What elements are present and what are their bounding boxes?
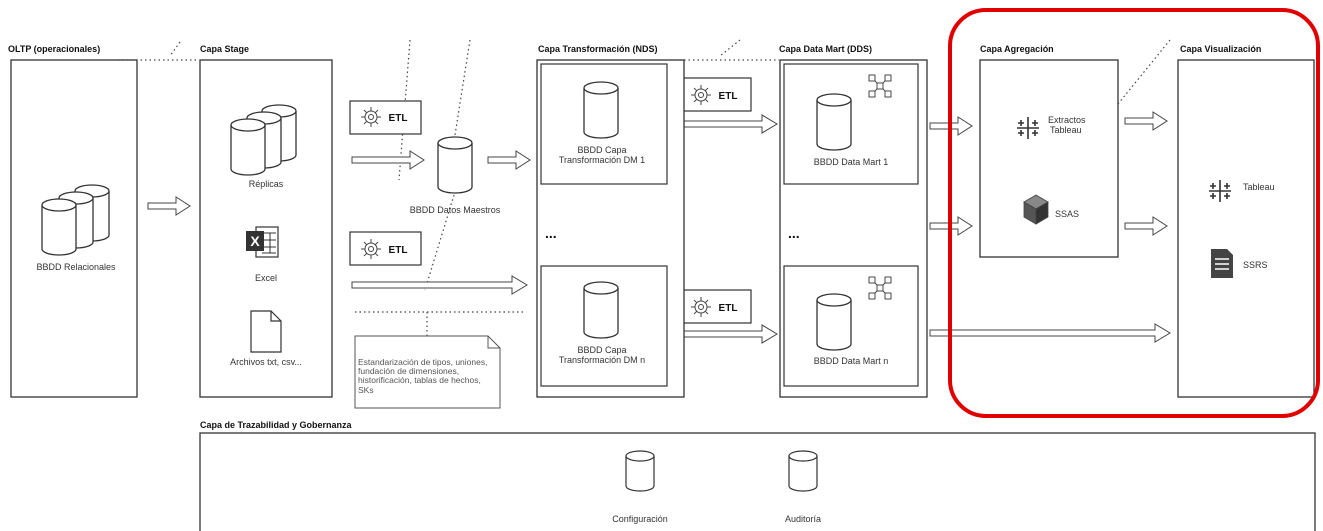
excel-label: Excel <box>255 273 277 283</box>
report-icon <box>1211 249 1233 278</box>
database-icon <box>625 450 655 492</box>
layer-title-aggregation: Capa Agregación <box>980 44 1054 54</box>
ssas-label: SSAS <box>1055 209 1079 219</box>
configuracion-label: Configuración <box>612 514 668 524</box>
aggregation-box <box>979 59 1119 258</box>
archivos-label: Archivos txt, csv... <box>230 357 302 367</box>
note-line-2: fundación de dimensiones, <box>358 366 459 376</box>
visualization-box <box>1177 59 1315 398</box>
etl-label: ETL <box>719 91 738 102</box>
extractos-label-1: Extractos <box>1048 115 1086 125</box>
database-icon <box>816 293 852 351</box>
note-line-4: SKs <box>358 385 374 395</box>
cube-icon <box>1023 194 1049 225</box>
flow-arrows <box>351 114 1171 344</box>
layer-title-governance: Capa de Trazabilidad y Gobernanza <box>200 420 353 430</box>
layer-title-oltp: OLTP (operacionales) <box>8 44 100 54</box>
ssrs-label: SSRS <box>1243 260 1268 270</box>
datamart-ellipsis: ... <box>788 225 800 241</box>
layer-title-stage: Capa Stage <box>200 44 249 54</box>
transform-dmn-label-2: Transformación DM n <box>559 355 645 365</box>
etl-box-2: ETL <box>349 231 422 266</box>
datos-maestros-label: BBDD Datos Maestros <box>410 205 501 215</box>
note-line-3: historificación, tablas de hechos, <box>358 375 481 385</box>
arrow-agg-vis-1 <box>1124 111 1168 131</box>
transform-dm1-label-1: BBDD Capa <box>577 145 626 155</box>
datamart-n-label: BBDD Data Mart n <box>814 356 889 366</box>
layer-title-visualization: Capa Visualización <box>1180 44 1261 54</box>
etl-label: ETL <box>719 303 738 314</box>
database-icon <box>816 93 852 151</box>
etl-box-3: ETL <box>679 77 752 112</box>
replicas-label: Réplicas <box>249 179 284 189</box>
etl-label: ETL <box>389 113 408 124</box>
transform-dmn-label-1: BBDD Capa <box>577 345 626 355</box>
tableau-icon <box>1208 179 1232 203</box>
tableau-label: Tableau <box>1243 182 1275 192</box>
note-box: Estandarización de tipos, uniones, funda… <box>354 335 501 409</box>
highlight-outline <box>948 8 1320 418</box>
extractos-label-2: Tableau <box>1050 125 1082 135</box>
excel-icon: X <box>246 226 279 258</box>
datamart-1-label: BBDD Data Mart 1 <box>814 157 889 167</box>
tableau-icon <box>1016 116 1040 140</box>
arrow-agg-vis-2 <box>1124 216 1168 236</box>
layer-title-datamart: Capa Data Mart (DDS) <box>779 44 872 54</box>
etl-label: ETL <box>389 245 408 256</box>
database-icon <box>437 136 473 194</box>
governance-box <box>199 432 1316 531</box>
layer-title-transform: Capa Transformación (NDS) <box>538 44 658 54</box>
database-icon <box>583 81 619 139</box>
transform-dm1-label-2: Transformación DM 1 <box>559 155 645 165</box>
arrow-oltp-stage <box>147 196 191 216</box>
database-icon <box>788 450 818 492</box>
note-line-1: Estandarización de tipos, uniones, <box>358 357 487 367</box>
etl-box-1: ETL <box>349 100 422 135</box>
oltp-db-label: BBDD Relacionales <box>36 262 116 272</box>
transform-ellipsis: ... <box>545 225 557 241</box>
auditoria-label: Auditoría <box>785 514 821 524</box>
database-icon <box>583 281 619 339</box>
excel-icon-letter: X <box>250 233 260 249</box>
etl-box-4: ETL <box>679 289 752 324</box>
file-icon <box>250 310 282 353</box>
